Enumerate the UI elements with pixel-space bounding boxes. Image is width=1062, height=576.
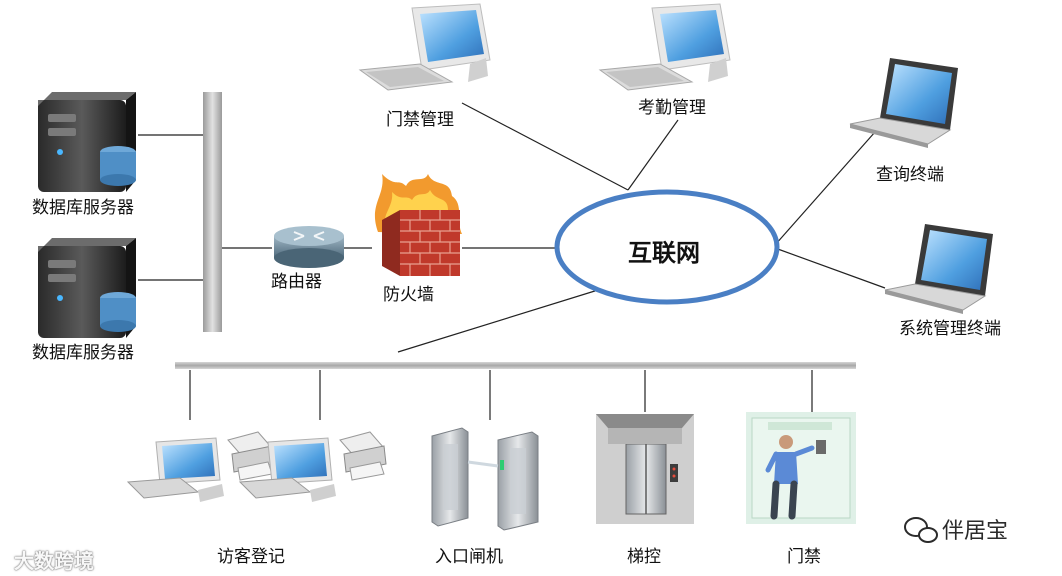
door-access-icon [746,412,856,524]
connection-lines [138,102,886,420]
system-admin-terminal-label: 系统管理终端 [899,319,1001,339]
database-server-label: 数据库服务器 [32,198,134,218]
link-attendance-mgmt-internet [627,119,679,191]
link-internet-lan [397,289,599,353]
database-server-icon [38,238,136,338]
link-admin-terminal-internet [774,247,886,289]
entrance-gate-icon [431,427,539,531]
visitor-registration-pc-icon [238,431,387,502]
access-management-desktop-icon [358,3,491,91]
door-access-label: 门禁 [787,547,821,567]
entrance-gate-label: 入口闸机 [435,547,503,567]
database-server-label: 数据库服务器 [32,343,134,363]
link-access-mgmt-internet [461,102,629,191]
internet-cloud [554,189,780,305]
database-server-icon [38,92,136,192]
access-management-label: 门禁管理 [386,110,454,130]
elevator-control-label: 梯控 [627,547,661,567]
query-terminal-laptop-icon [849,58,958,148]
server-bus [203,92,222,332]
attendance-management-desktop-icon [598,3,731,91]
system-admin-terminal-laptop-icon [884,224,993,314]
watermark-left: 大数跨境 [14,549,94,573]
attendance-management-label: 考勤管理 [638,98,706,118]
link-query-terminal-internet [774,131,876,246]
query-terminal-label: 查询终端 [876,165,944,185]
watermark-right: 伴居宝 [898,513,1008,545]
firewall-icon [374,174,462,276]
visitor-registration-label: 访客登记 [217,547,285,567]
watermark-right-text: 伴居宝 [942,519,1009,544]
lan-bus [175,362,856,369]
elevator-icon [596,414,694,524]
router-label: 路由器 [271,272,322,292]
router-icon [274,226,344,268]
visitor-registration-pc-icon [126,431,275,502]
wechat-icon [904,517,938,543]
firewall-label: 防火墙 [383,285,434,305]
internet-label: 互联网 [628,239,700,267]
